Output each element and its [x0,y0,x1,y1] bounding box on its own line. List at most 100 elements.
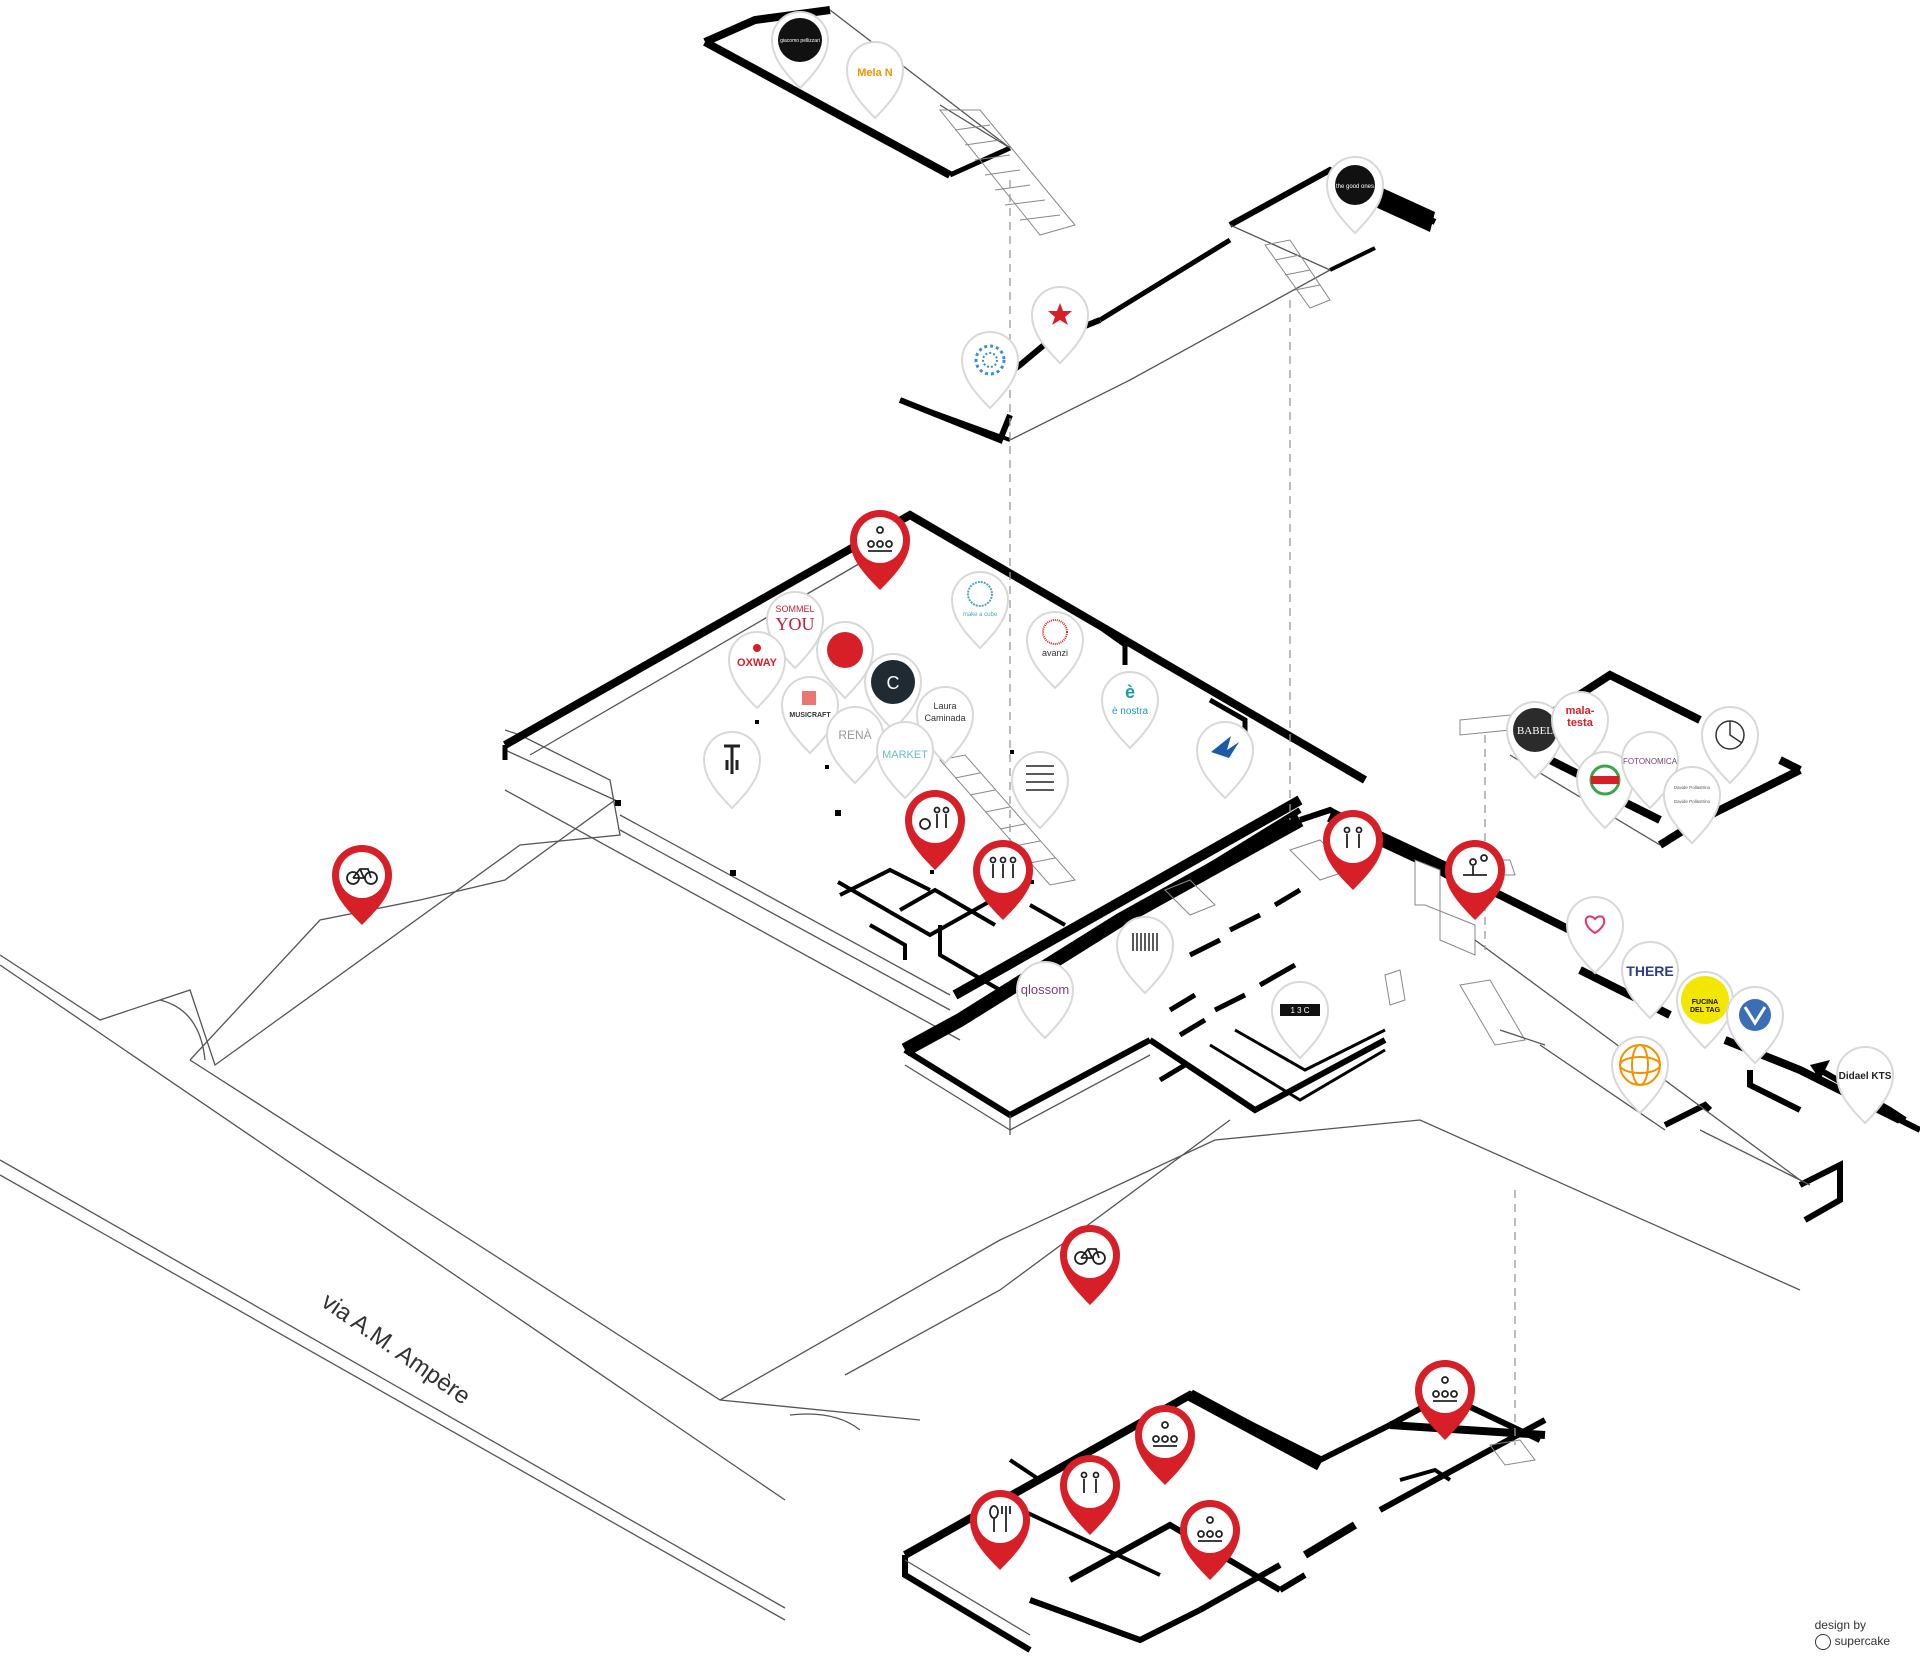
tenant-label-babel: BABEL [1517,725,1553,737]
bike-tool-icon [724,744,740,774]
amenity-pin-reception[interactable] [1445,840,1505,920]
tenant-pin-stella[interactable] [1031,286,1089,364]
tenant-pin-sommelyou[interactable]: SOMMEL YOU [766,591,824,669]
tenant-label-malatesta-2: testa [1567,717,1594,729]
amenity-pins [332,510,1505,1580]
tenant-label-sommelyou-1: SOMMEL [775,604,814,614]
tenant-label-dp-1: Davide Pollastrino [1674,785,1711,790]
tenant-pins: giacomo pellizzari Mela N the good ones … [703,11,1894,1124]
reception-icon [1463,854,1488,876]
credit-line-2: supercake [1834,1634,1890,1649]
restaurant-icon [989,1505,1011,1532]
tenant-pin-barcode[interactable] [1116,916,1174,994]
amenity-pin-meeting-room-2[interactable] [1415,1360,1475,1440]
accessible-restroom-icon [919,806,950,830]
tenant-label-fucina-1: FUCINA [1692,999,1718,1006]
tenant-pin-bird[interactable] [1196,721,1254,799]
design-credit: design by supercake [1814,1617,1890,1650]
tenant-label-malatesta-1: mala- [1566,705,1595,717]
tenant-label-rena: RENÀ [838,727,871,742]
tenant-pin-clock[interactable] [1701,706,1759,784]
amenity-pin-meeting-room-1[interactable] [850,510,910,590]
tenant-pin-there[interactable]: THERE [1621,941,1679,1019]
meeting-room-icon [1197,1516,1223,1542]
svg-text:C: C [887,673,900,693]
tenant-label-makeacube: make a cube [963,612,998,618]
tenant-label-goodones: the good ones [1336,184,1374,190]
restroom-icon [989,856,1017,878]
tenant-pin-didael-kts[interactable]: Didael KTS [1836,1046,1894,1124]
tenant-pin-spiral[interactable] [961,331,1019,409]
street-label: via A.M. Ampère [317,1288,476,1410]
restroom-icon [1080,1471,1100,1493]
tenant-pin-pink-logo[interactable] [1566,896,1624,974]
tenant-label-market: MARKET [882,749,928,761]
tenant-label-13c: 1 3 C [1290,1006,1309,1015]
tenant-label-musicraft: MUSICRAFT [789,712,831,719]
amenity-pin-meeting-room-4[interactable] [1180,1500,1240,1580]
tenant-label-sommelyou-2: YOU [776,614,815,634]
tenant-pin-musicraft[interactable]: MUSICRAFT [781,676,839,754]
tenant-pin-market[interactable]: MARKET [876,721,934,799]
tenant-pin-e-nostra[interactable]: è è nostra [1101,671,1159,749]
floor-second [898,166,1437,444]
tenant-pin-giacomo-pellizzari[interactable]: giacomo pellizzari [771,11,829,89]
amenity-pin-bicycle-parking-1[interactable] [332,845,392,925]
tenant-pin-fucina-del-tag[interactable]: FUCINA DEL TAG [1676,971,1734,1049]
tenant-pin-laura-caminada[interactable]: Laura Caminada [916,686,974,764]
restroom-icon [1343,826,1363,848]
tenant-pin-lettering[interactable] [1011,751,1069,829]
tenant-pin-rena[interactable]: RENÀ [826,706,884,784]
tenant-label-oxway: OXWAY [737,657,778,669]
tenant-pin-13c[interactable]: 1 3 C [1271,981,1329,1059]
tenant-label-kts: Didael KTS [1839,1071,1892,1082]
floor-connectors [1009,180,1516,1445]
amenity-pin-restroom-3[interactable] [1060,1455,1120,1535]
tenant-label-mela: Mela N [857,67,893,79]
tenant-label-laura-1: Laura [933,701,956,711]
tenant-label-laura-2: Caminada [924,713,965,723]
blue-spiral-icon [974,344,1006,376]
floor-basement [902,1389,1547,1653]
supercake-logo-icon [1814,1634,1831,1650]
tenant-label-blossom: qlossom [1021,982,1069,997]
amenity-pin-restroom-2[interactable] [1323,810,1383,890]
tenant-pin-orange-globe[interactable] [1611,1036,1669,1114]
bicycle-icon [1074,1248,1106,1265]
amenity-pin-restroom-1[interactable] [973,840,1033,920]
pink-heart-icon [1584,915,1606,935]
tenant-pin-bike-tool[interactable] [703,731,761,809]
tenant-pin-red-dots[interactable] [816,621,874,699]
tenant-label-there: THERE [1626,963,1673,979]
tenant-pin-avanzi[interactable]: avanzi [1026,611,1084,689]
tenant-pin-cc-logo[interactable]: C [864,653,922,731]
bicycle-icon [346,868,378,885]
tenant-label-nostra: è nostra [1112,706,1149,717]
tenant-pin-malatesta[interactable]: mala- testa [1551,691,1609,769]
tenant-pin-the-good-ones[interactable]: the good ones [1326,156,1384,234]
meeting-room-icon [867,526,893,552]
red-star-icon [1048,303,1072,325]
amenity-pin-restaurant[interactable] [970,1490,1030,1570]
tenant-label-fucina-2: DEL TAG [1690,1007,1721,1014]
tenant-pin-blossom[interactable]: qlossom [1016,961,1074,1039]
tenant-label-fotonomica: FOTONOMICA [1623,757,1678,766]
tenant-pin-oxway[interactable]: OXWAY [728,631,786,709]
tenant-pin-v-logo[interactable] [1726,986,1784,1064]
tenant-pin-babel[interactable]: BABEL [1506,701,1564,779]
amenity-pin-accessible-restroom-1[interactable] [905,790,965,870]
tenant-pin-green-e[interactable] [1576,751,1634,829]
street: via A.M. Ampère [0,964,786,1621]
blue-bird-icon [1211,736,1239,758]
tenant-label-avanzi: avanzi [1042,648,1068,658]
tenant-label-dp-2: Davide Pollastrino [1674,799,1711,804]
tenant-pin-mela[interactable]: Mela N [846,41,904,119]
credit-line-1: design by [1814,1618,1866,1633]
tenant-pin-make-a-cube[interactable]: make a cube [951,571,1009,649]
amenity-pin-meeting-room-3[interactable] [1135,1405,1195,1485]
tenant-pin-fotonomica[interactable]: FOTONOMICA [1621,731,1679,809]
amenity-pin-bicycle-parking-2[interactable] [1060,1225,1120,1305]
tenant-label-giacomo: giacomo pellizzari [780,38,820,44]
tenant-pin-davide-pollastrino[interactable]: Davide Pollastrino Davide Pollastrino [1663,766,1721,844]
